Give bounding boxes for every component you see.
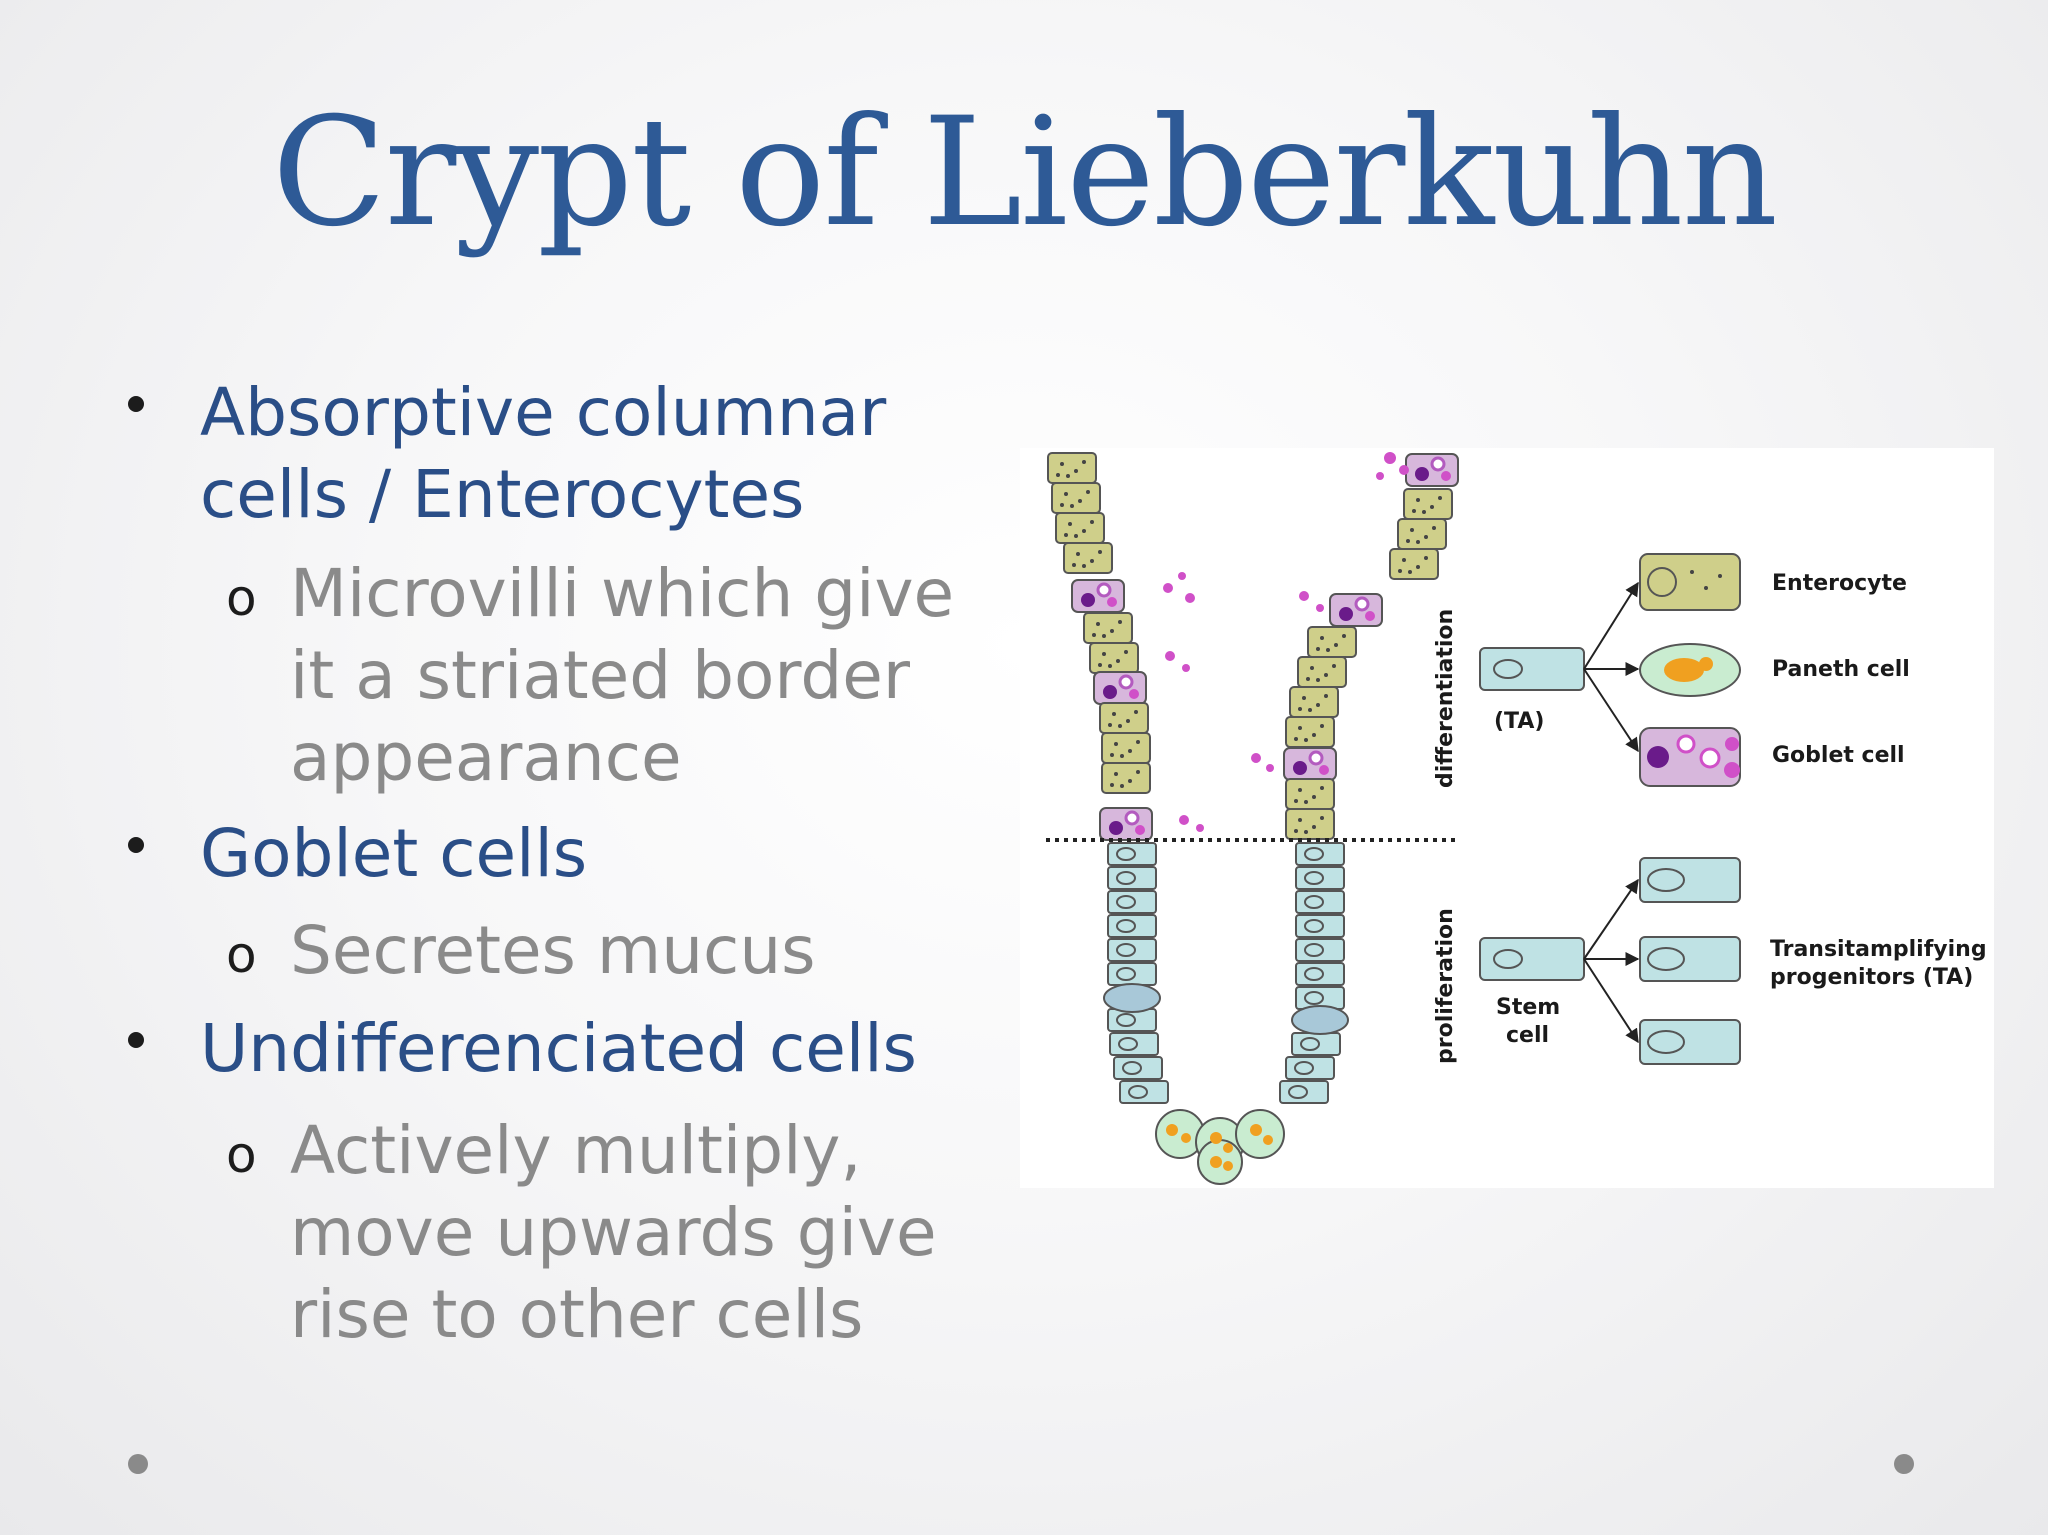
goblet-cell bbox=[1639, 727, 1741, 787]
sub-bullet-marker: o bbox=[226, 1126, 257, 1184]
ta-progenitors-label-line1: Transitamplifying bbox=[1770, 937, 1987, 962]
bullet-dot bbox=[128, 396, 144, 412]
sub-bullet-marker: o bbox=[226, 926, 257, 984]
sub-bullet-mucus: o Secretes mucus bbox=[226, 910, 990, 992]
differentiation-scheme: (TA) Enterocyte Paneth cell Goblet cell bbox=[1479, 553, 1910, 787]
sub-bullet-text: Actively multiply, move upwards give ris… bbox=[290, 1112, 937, 1353]
bullet-text: Undifferenciated cells bbox=[200, 1010, 917, 1087]
crypt-diagram: differentiation proliferation (TA) Enter… bbox=[1020, 448, 1994, 1188]
ta-progenitor-3 bbox=[1639, 1019, 1741, 1065]
bullet-item-undifferentiated: Undifferenciated cells bbox=[128, 1008, 960, 1090]
ta-cell-box bbox=[1479, 647, 1585, 691]
slide-title: Crypt of Lieberkuhn bbox=[271, 86, 1778, 260]
ta-label: (TA) bbox=[1494, 709, 1544, 734]
mucus-droplets bbox=[1163, 452, 1409, 832]
sub-bullet-multiply: o Actively multiply, move upwards give r… bbox=[226, 1110, 990, 1356]
enterocyte-cell bbox=[1639, 553, 1741, 611]
stem-label-line2: cell bbox=[1506, 1023, 1549, 1048]
ta-progenitors-label-line2: progenitors (TA) bbox=[1770, 965, 1973, 990]
sub-bullet-microvilli: o Microvilli which give it a striated bo… bbox=[226, 553, 990, 799]
corner-dot-right bbox=[1894, 1454, 1914, 1474]
bullet-text: Absorptive columnar cells / Enterocytes bbox=[200, 374, 887, 533]
bullet-dot bbox=[128, 837, 144, 853]
goblet-label: Goblet cell bbox=[1772, 743, 1905, 768]
paneth-cells-base bbox=[1155, 1109, 1285, 1185]
stem-label-line1: Stem bbox=[1496, 995, 1560, 1020]
crypt-lower bbox=[1107, 842, 1345, 1104]
bullet-list: Absorptive columnar cells / Enterocytes … bbox=[0, 0, 980, 1450]
ta-progenitor-2 bbox=[1639, 936, 1741, 982]
sub-bullet-text: Microvilli which give it a striated bord… bbox=[290, 555, 955, 796]
bullet-item-goblet: Goblet cells bbox=[128, 813, 960, 895]
ta-progenitor-1 bbox=[1639, 857, 1741, 903]
proliferation-scheme: Stem cell Transitamplifying progenitors … bbox=[1479, 857, 1987, 1065]
stem-cell-niche bbox=[1103, 983, 1349, 1035]
proliferation-label: proliferation bbox=[1433, 908, 1458, 1064]
sub-bullet-text: Secretes mucus bbox=[290, 912, 816, 989]
sub-bullet-marker: o bbox=[226, 569, 257, 627]
bullet-dot bbox=[128, 1032, 144, 1048]
corner-dot-left bbox=[128, 1454, 148, 1474]
crypt-left-wall bbox=[1047, 452, 1154, 842]
crypt-right-wall bbox=[1282, 452, 1460, 840]
stem-cell-box bbox=[1479, 937, 1585, 981]
differentiation-label: differentiation bbox=[1433, 609, 1458, 788]
bullet-item-enterocytes: Absorptive columnar cells / Enterocytes bbox=[128, 372, 960, 536]
enterocyte-label: Enterocyte bbox=[1772, 571, 1907, 596]
paneth-label: Paneth cell bbox=[1772, 657, 1910, 682]
crypt-diagram-svg: differentiation proliferation (TA) Enter… bbox=[1046, 452, 1987, 1185]
bullet-text: Goblet cells bbox=[200, 815, 588, 892]
